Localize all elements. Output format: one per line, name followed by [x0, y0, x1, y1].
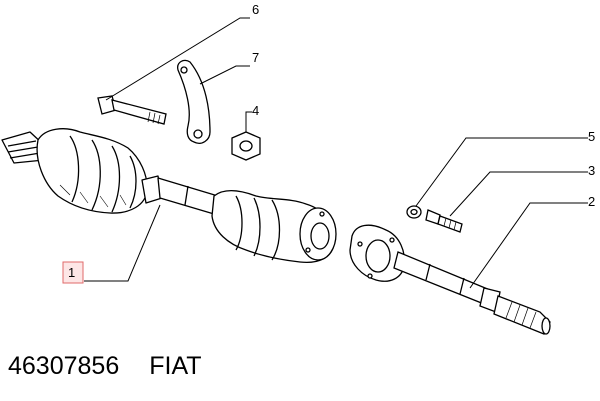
- callout-1[interactable]: 1: [68, 265, 75, 280]
- washer-part-5: [406, 205, 422, 219]
- shaft-part-2: [349, 224, 551, 335]
- leader-line-7: [199, 65, 250, 85]
- bracket-part-7: [177, 59, 211, 144]
- leader-line-5: [415, 137, 588, 207]
- leader-lines: [84, 17, 588, 289]
- part-caption: 46307856 FIAT: [8, 352, 202, 381]
- bolt-part-6: [97, 95, 167, 125]
- nut-part-4: [231, 131, 261, 161]
- leader-line-6: [105, 17, 250, 101]
- callout-4[interactable]: 4: [252, 103, 259, 118]
- leader-line-2: [469, 202, 588, 289]
- brand-name: FIAT: [149, 352, 202, 380]
- callout-labels: 1 2 3 4 5 6 7: [62, 2, 595, 284]
- callout-6[interactable]: 6: [252, 2, 259, 17]
- leader-line-1: [84, 204, 161, 282]
- callout-5[interactable]: 5: [588, 129, 595, 144]
- callout-3[interactable]: 3: [588, 163, 595, 178]
- drive-shaft-assembly: [1, 128, 337, 264]
- callout-2[interactable]: 2: [588, 194, 595, 209]
- callout-7[interactable]: 7: [252, 50, 259, 65]
- part-number: 46307856: [8, 352, 120, 380]
- screw-part-3: [425, 209, 463, 233]
- leader-line-3: [449, 171, 588, 217]
- leader-line-4: [245, 111, 252, 132]
- callout-1-highlight: [62, 261, 84, 284]
